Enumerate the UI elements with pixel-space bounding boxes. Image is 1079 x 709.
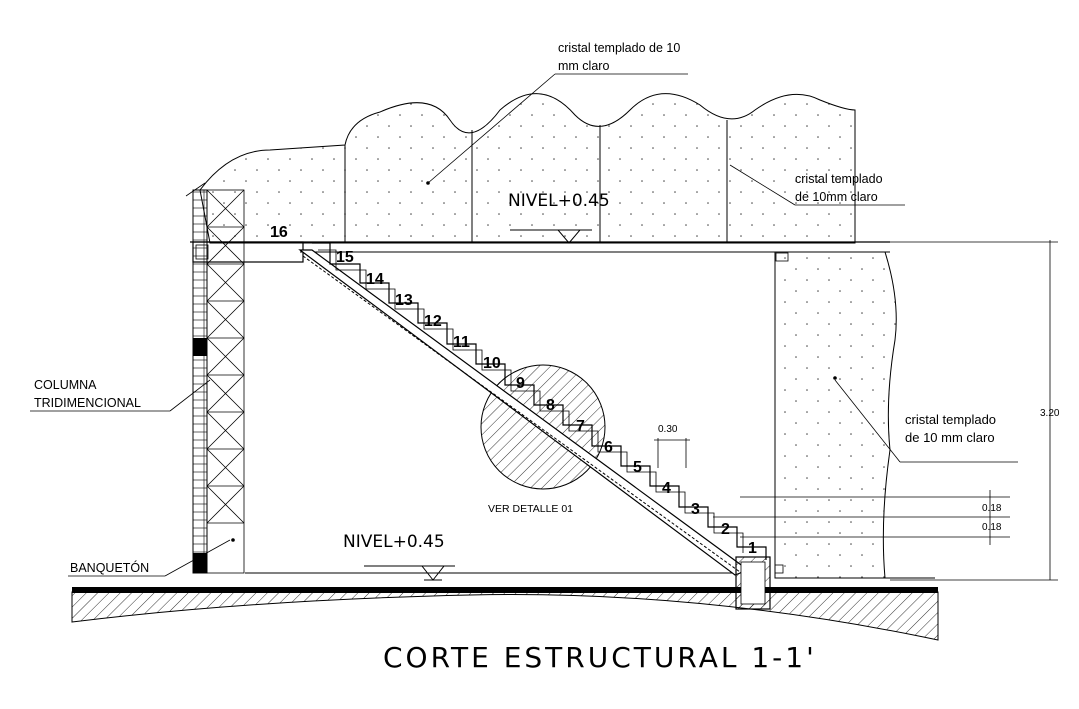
- level-marker-top: [510, 229, 592, 244]
- dim-riser-2: 0.18: [982, 522, 1002, 533]
- dim-tread: 0.30: [658, 424, 678, 435]
- note-column-line2: TRIDIMENCIONAL: [34, 396, 141, 410]
- stair-slab: [298, 249, 750, 576]
- lattice-column: [206, 189, 245, 574]
- step-number: 6: [604, 439, 613, 456]
- level-label-bottom: NIVEL+0.45: [343, 532, 445, 552]
- note-footing: BANQUETÓN: [70, 560, 149, 575]
- dimension-lines: [654, 240, 1058, 581]
- step-number: 2: [721, 521, 730, 538]
- glass-panel-top: [199, 93, 856, 244]
- step-number: 16: [270, 224, 288, 241]
- drawing-title: CORTE ESTRUCTURAL 1-1': [383, 641, 817, 674]
- step-number: 8: [546, 397, 555, 414]
- step-number: 10: [483, 355, 501, 372]
- leader-lines: [30, 73, 1018, 577]
- note-glass-right-line2: de 10 mm claro: [905, 430, 995, 445]
- dim-height: 3.20: [1040, 408, 1060, 419]
- level-label-top: NIVEL+0.45: [508, 191, 610, 211]
- ground-slab: [72, 587, 938, 593]
- step-number: 14: [366, 271, 384, 288]
- note-glass-top-line2: mm claro: [558, 59, 609, 73]
- note-column-line1: COLUMNA: [34, 378, 97, 392]
- step-number: 13: [395, 292, 413, 309]
- step-number: 5: [633, 459, 642, 476]
- step-numbers: 1 2 3 4 5 6 7 8 9 10 11 12 13 14 15 16: [270, 224, 757, 557]
- step-number: 3: [691, 501, 700, 518]
- note-glass-top-line1: cristal templado de 10: [558, 41, 680, 55]
- step-number: 11: [453, 334, 470, 351]
- detail-reference: VER DETALLE 01: [488, 503, 573, 515]
- step-number: 4: [662, 480, 671, 497]
- note-glass-mid-line1: cristal templado: [795, 172, 883, 186]
- stair-steps: [312, 242, 767, 560]
- step-number: 12: [424, 313, 442, 330]
- step-number: 9: [516, 375, 525, 392]
- glass-panel-right: [774, 251, 897, 579]
- note-glass-right-line1: cristal templado: [905, 412, 996, 427]
- level-marker-bottom: [364, 565, 455, 581]
- dim-riser-1: 0.18: [982, 503, 1002, 514]
- step-number: 1: [748, 540, 757, 557]
- brick-column: [192, 189, 208, 574]
- top-beam: [192, 241, 304, 263]
- ground-hatch: [71, 591, 939, 641]
- step-number: 15: [336, 249, 354, 266]
- note-glass-mid-line2: de 10mm claro: [795, 190, 878, 204]
- step-number: 7: [576, 418, 585, 435]
